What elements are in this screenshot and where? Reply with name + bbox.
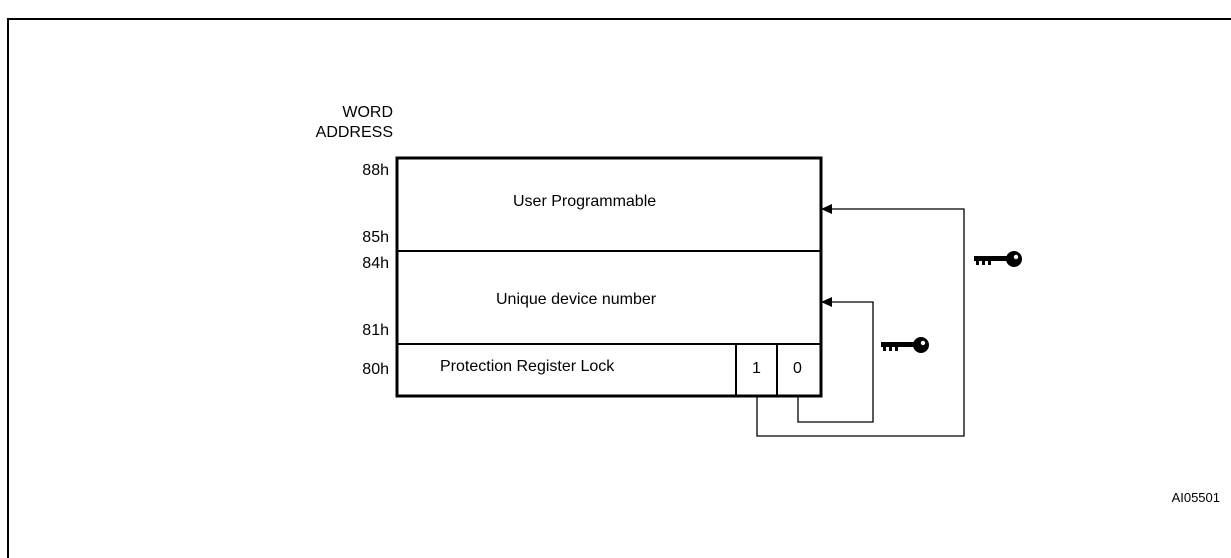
address-label-88h: 88h: [362, 162, 389, 179]
block-label-unique-device-number: Unique device number: [496, 291, 657, 308]
block-label-protection-register-lock: Protection Register Lock: [440, 358, 615, 375]
key-icon: [974, 251, 1022, 267]
address-label-84h: 84h: [362, 255, 389, 272]
arrowhead-unique-device: [821, 297, 832, 307]
word-address-header-line1: WORD: [342, 104, 393, 121]
key-icon: [881, 337, 929, 353]
register-block-outline: [395, 156, 823, 398]
address-label-80h: 80h: [362, 361, 389, 378]
address-label-85h: 85h: [362, 229, 389, 246]
lock-bit-0: 0: [793, 360, 802, 377]
figure-frame: [7, 18, 1231, 558]
bit0-connector: [797, 301, 874, 423]
address-label-81h: 81h: [362, 322, 389, 339]
word-address-header-line2: ADDRESS: [315, 124, 393, 141]
block-label-user-programmable: User Programmable: [513, 193, 657, 210]
bit1-connector: [756, 208, 965, 437]
arrowhead-user-programmable: [821, 204, 832, 214]
lock-bit-1: 1: [752, 360, 761, 377]
figure-reference-code: AI05501: [1171, 490, 1220, 505]
